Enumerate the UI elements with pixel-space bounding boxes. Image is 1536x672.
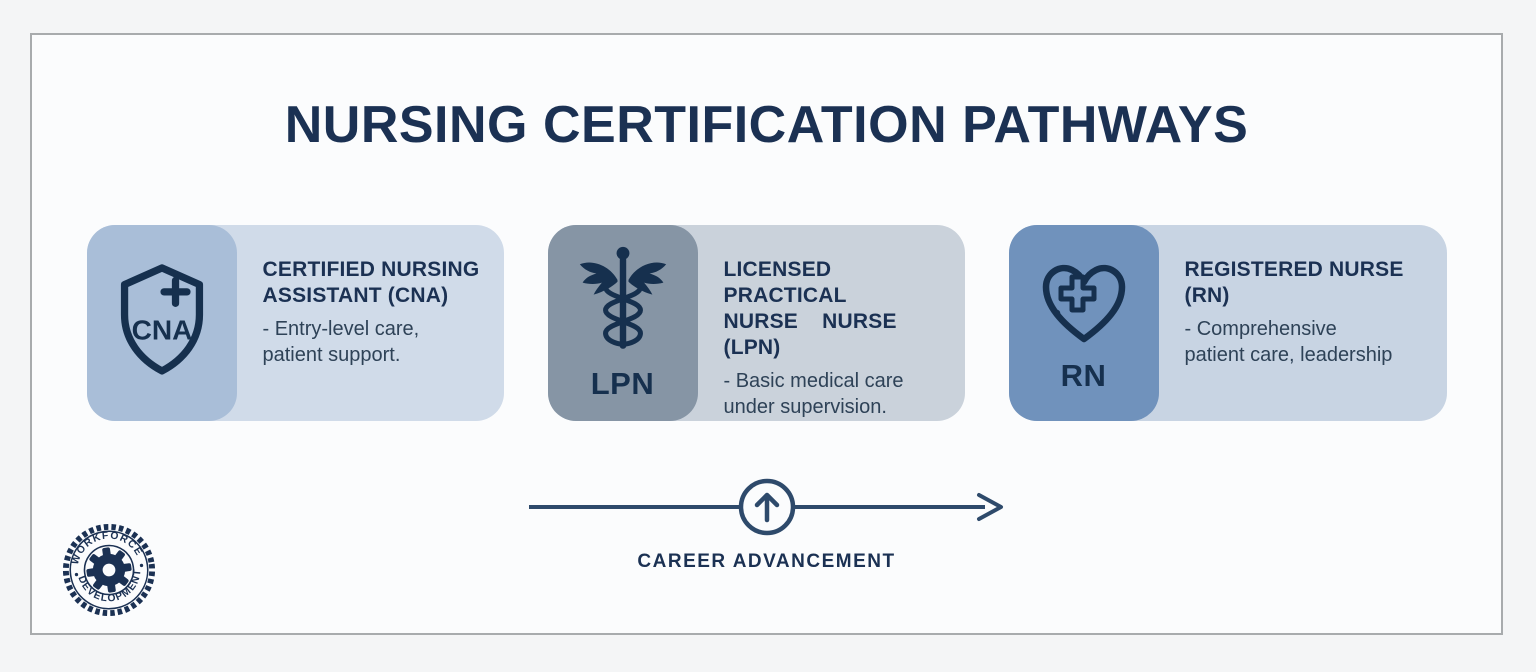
certification-cards-row: CNA CERTIFIED NURSING ASSISTANT (CNA) - …: [32, 225, 1501, 421]
cna-description: - Entry-level care, patient support.: [262, 318, 420, 367]
career-advancement-arrow-icon: [527, 477, 1007, 537]
card-rn: RN REGISTERED NURSE (RN) - Comprehensive…: [1008, 225, 1447, 421]
lpn-description: - Basic medical care under supervision.: [723, 370, 904, 419]
rn-title: REGISTERED NURSE (RN): [1184, 258, 1410, 308]
card-lpn: LPN LICENSED PRACTICAL NURSE NURSE (LPN)…: [547, 225, 965, 421]
cna-title: CERTIFIED NURSING ASSISTANT (CNA): [262, 258, 480, 308]
workforce-development-stamp: WORKFORCE DEVELOPMENT: [54, 515, 165, 626]
lpn-icon-panel: LPN: [547, 225, 698, 421]
career-advancement-label: CAREER ADVANCEMENT: [637, 551, 896, 572]
lpn-title: LICENSED PRACTICAL NURSE NURSE (LPN): [723, 258, 897, 360]
rn-abbr-label: RN: [1060, 357, 1107, 393]
gear-icon: [86, 547, 132, 593]
page-title: NURSING CERTIFICATION PATHWAYS: [284, 96, 1249, 154]
card-cna: CNA CERTIFIED NURSING ASSISTANT (CNA) - …: [86, 225, 504, 421]
rn-description: - Comprehensive patient care, leadership: [1184, 318, 1393, 367]
stamp-badge-icon: WORKFORCE DEVELOPMENT: [62, 523, 156, 617]
caduceus-icon: [577, 245, 669, 362]
lpn-abbr-label: LPN: [590, 365, 655, 401]
cna-icon-panel: CNA: [86, 225, 237, 421]
cna-text-block: CERTIFIED NURSING ASSISTANT (CNA) - Entr…: [237, 225, 488, 421]
cna-abbr-label: CNA: [131, 314, 192, 345]
rn-text-block: REGISTERED NURSE (RN) - Comprehensive pa…: [1159, 225, 1447, 421]
heart-cross-icon: [1034, 253, 1134, 354]
infographic-panel: NURSING CERTIFICATION PATHWAYS CNA CERTI…: [30, 33, 1503, 635]
lpn-text-block: LICENSED PRACTICAL NURSE NURSE (LPN) - B…: [698, 225, 965, 421]
rn-icon-panel: RN: [1008, 225, 1159, 421]
shield-plus-icon: CNA: [110, 262, 214, 385]
career-advancement-section: CAREER ADVANCEMENT: [32, 477, 1501, 573]
